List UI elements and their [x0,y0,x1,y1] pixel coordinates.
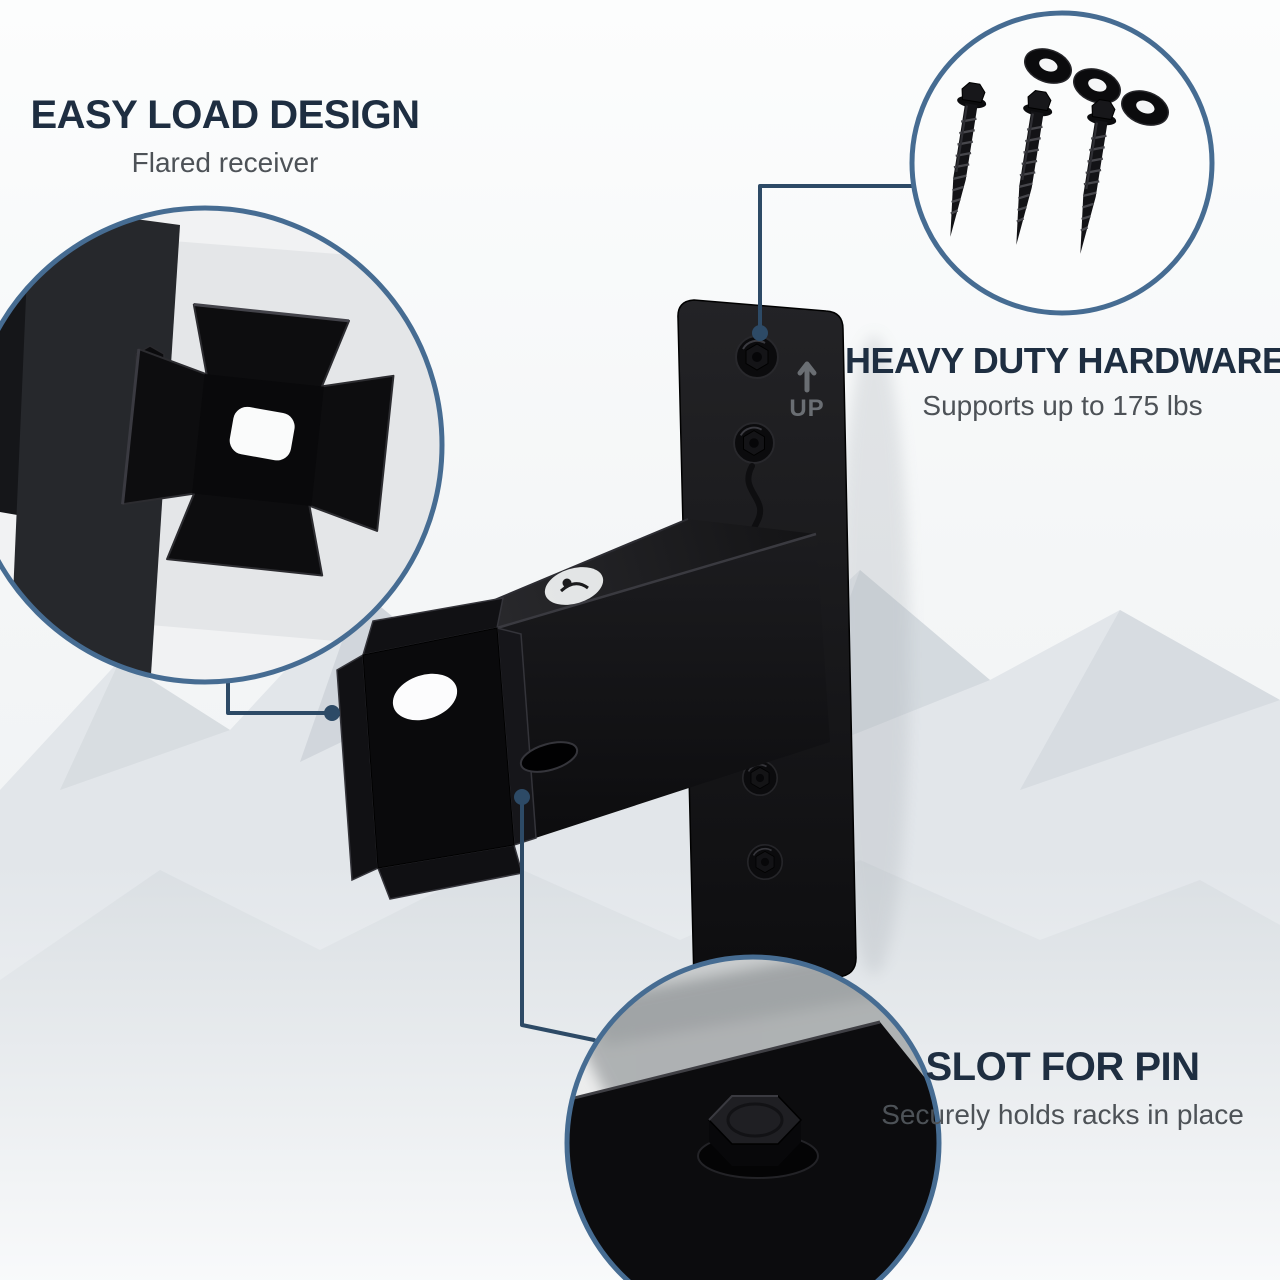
inset-edge-highlight [567,1020,881,1104]
inset-ring-pin [564,954,942,1280]
receiver-pin-hole [392,673,458,721]
connector-dot-slot-pin [514,789,530,805]
pin-top-mark [726,1102,784,1138]
receiver-tube [336,518,830,900]
connector-line-hardware [758,184,914,332]
tube-side-face [497,534,830,845]
heavy-duty-callout: HEAVY DUTY HARDWARE Supports up to 175 l… [845,340,1280,423]
easy-load-subtitle: Flared receiver [131,147,319,178]
easy-load-callout: EASY LOAD DESIGN Flared receiver [15,92,435,180]
connector-dot-hardware [752,325,768,341]
mountain-shade [1020,610,1280,790]
pin-hex-side [709,1120,801,1166]
brand-logo-icon [544,567,604,605]
plate-screw-top [735,335,779,379]
tube-ridge-highlight [496,532,817,630]
mountain-shade [60,660,230,790]
inset-hardware [912,13,1212,313]
easy-load-title: EASY LOAD DESIGN [30,93,420,137]
inset-flared-receiver [0,208,442,682]
inset-bg [912,13,1212,313]
inset-ring-flared-receiver [0,205,445,685]
connector-line-easy-load [226,681,332,715]
connector-lines [226,184,914,1042]
slot-pin-subtitle: Securely holds racks in place [881,1099,1244,1130]
up-marking: UP [789,361,824,422]
connector-line-slot-pin [520,795,596,1042]
product-image: UP [336,299,910,1001]
flared-receiver-closeup [121,303,395,577]
slot-pin-title: SLOT FOR PIN [925,1045,1201,1089]
hex-pin-closeup [697,1095,819,1179]
pin-top-highlight [708,1095,778,1121]
tube-front-opening [362,627,515,869]
connector-dots [324,325,768,805]
plate-screw-lower-2 [746,843,784,881]
flare-edge-highlight [193,303,350,323]
flare-center-hole [229,406,295,461]
plate-screw-middle [733,422,775,464]
up-arrow-icon [797,361,817,393]
inset-ring-hardware [909,10,1215,316]
up-label: UP [789,395,824,422]
connector-dot-easy-load [324,705,340,721]
flare-edge-highlight [121,348,141,505]
inset-plate-edge [10,208,180,682]
pin-slot [519,741,579,773]
heavy-duty-title: HEAVY DUTY HARDWARE [845,340,1280,381]
slot-pin-callout: SLOT FOR PIN Securely holds racks in pla… [845,1044,1280,1132]
heavy-duty-subtitle: Supports up to 175 lbs [922,390,1203,422]
plate-shadow [838,335,910,975]
